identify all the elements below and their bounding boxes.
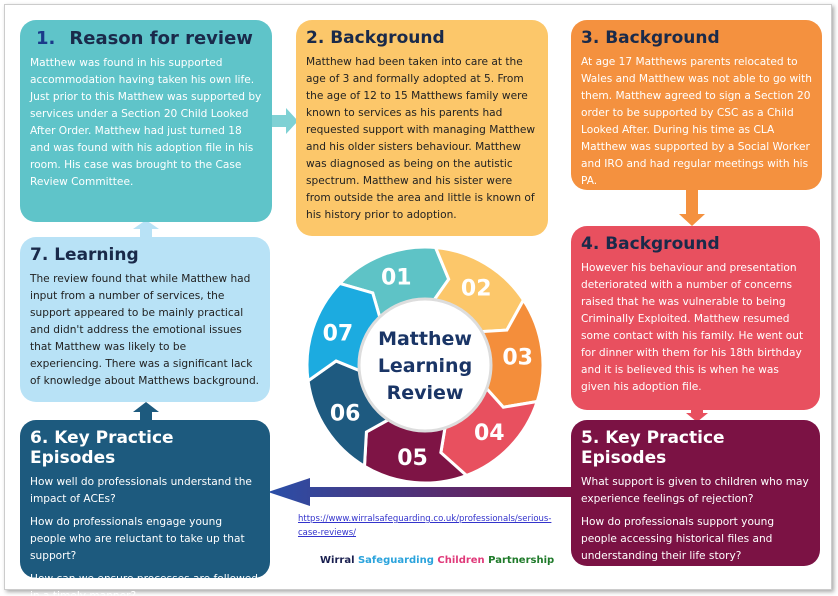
arrow-down-icon [679, 188, 705, 226]
box-text: The review found that while Matthew had … [30, 273, 260, 387]
arrow-left-icon [268, 478, 574, 506]
center-line: Matthew [378, 328, 472, 350]
brand-word: Children [437, 555, 485, 566]
wheel-label: 02 [461, 276, 492, 301]
wheel-label: 01 [381, 266, 412, 291]
review-wheel: 01 02 03 04 05 06 07 Matthew Learning Review [305, 245, 545, 485]
wheel-center [357, 297, 493, 433]
box-text: Matthew had been taken into care at the … [306, 56, 536, 221]
arrow-right-icon [268, 108, 298, 134]
box-learning: 7. Learning The review found that while … [20, 237, 270, 402]
question: How do professionals support young peopl… [581, 516, 775, 562]
serious-case-reviews-link[interactable]: https://www.wirralsafeguarding.co.uk/pro… [298, 514, 552, 538]
wheel-label: 04 [474, 421, 505, 446]
box-text: However his behaviour and presentation d… [581, 262, 804, 393]
arrow-up-icon [133, 402, 159, 422]
box-background-4: 4. Background However his behaviour and … [571, 226, 820, 410]
frame [4, 4, 832, 590]
box-text: At age 17 Matthews parents relocated to … [581, 56, 812, 187]
box-title: 5. Key Practice Episodes [581, 428, 725, 468]
box-title: 3. Background [581, 28, 720, 48]
box-title: 7. Learning [30, 245, 139, 265]
center-line: Review [387, 382, 464, 404]
brand-word: Safeguarding [357, 555, 434, 566]
wheel-label: 05 [397, 446, 428, 471]
question: How can we ensure processes are followed… [30, 573, 258, 596]
box-key-practice-6: 6. Key Practice Episodes How well do pro… [20, 420, 270, 596]
wheel-label: 07 [323, 321, 354, 346]
box-number: 1. [36, 28, 56, 49]
wheel-label: 03 [502, 346, 533, 371]
arrow-up-icon [133, 220, 159, 239]
box-reason-for-review: 1. Reason for review Matthew was found in… [20, 20, 272, 222]
box-title: 6. Key Practice Episodes [30, 428, 174, 468]
box-key-practice-5: 5. Key Practice Episodes What support is… [571, 420, 820, 566]
brand-word: Wirral [320, 555, 355, 566]
box-text: Matthew was found in his supported accom… [30, 57, 262, 188]
box-title: 4. Background [581, 234, 720, 254]
center-line: Learning [378, 355, 472, 377]
title-text: Reason for review [69, 28, 253, 49]
brand-word: Partnership [488, 555, 555, 566]
question: How well do professionals understand the… [30, 476, 252, 505]
box-background-3: 3. Background At age 17 Matthews parents… [571, 20, 822, 190]
question: How do professionals engage young people… [30, 516, 245, 562]
question: What support is given to children who ma… [581, 476, 809, 505]
brand-logo: Wirral Safeguarding Children Partnership [320, 555, 554, 566]
arrow-down-icon [686, 408, 708, 422]
box-background-2: 2. Background Matthew had been taken int… [296, 20, 548, 236]
wheel-label: 06 [330, 402, 361, 427]
box-title: 2. Background [306, 28, 445, 48]
box-title: 1. Reason for review [36, 28, 262, 49]
